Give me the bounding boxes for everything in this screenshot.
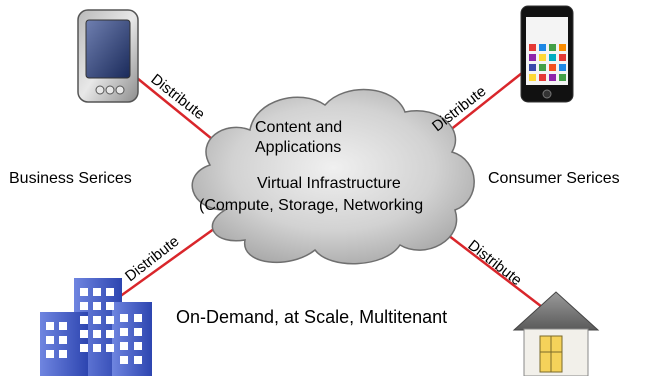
feature-phone-icon: [77, 9, 139, 103]
smartphone-icon: [520, 5, 574, 103]
consumer-services-label: Consumer Serices: [488, 170, 620, 187]
distribute-label-top-right: Distribute: [429, 83, 489, 135]
business-services-label: Business Serices: [9, 170, 132, 187]
cloud-text-line4: (Compute, Storage, Networking: [199, 197, 423, 214]
on-demand-label: On-Demand, at Scale, Multitenant: [176, 307, 447, 327]
cloud-text-line1: Content and: [255, 119, 342, 136]
house-icon: [512, 291, 600, 376]
connector-bottom-right: [443, 231, 547, 311]
distribute-label-bottom-right: Distribute: [465, 237, 525, 289]
cloud-text-line3: Virtual Infrastructure: [257, 175, 401, 192]
office-building-icon: [40, 278, 152, 376]
connector-bottom-left: [107, 224, 219, 307]
cloud-shape: [191, 88, 475, 265]
cloud-text-line2: Applications: [255, 139, 341, 156]
distribute-label-top-left: Distribute: [148, 71, 208, 123]
